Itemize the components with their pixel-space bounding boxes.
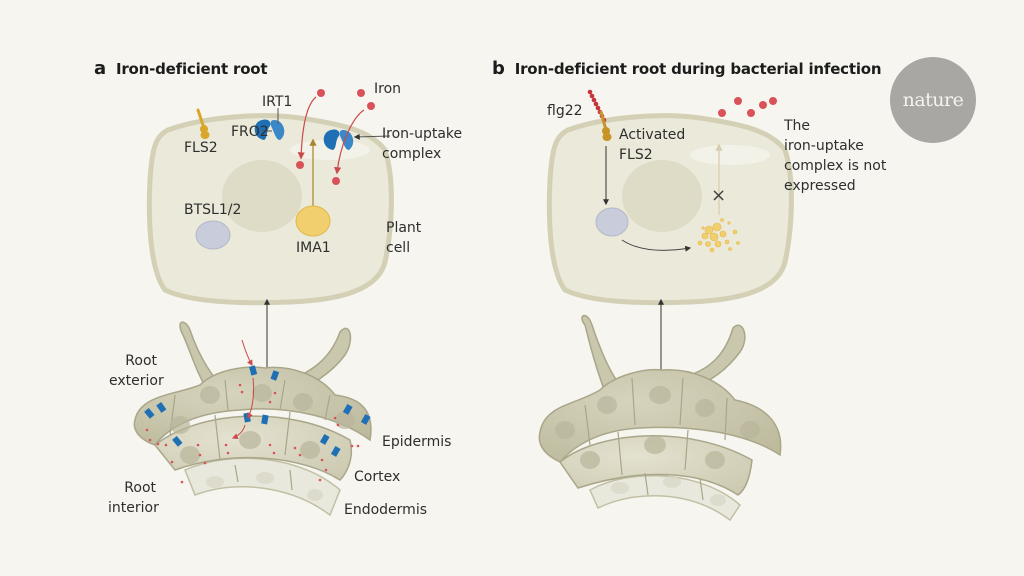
label-iron-uptake-complex: Iron-uptake complex [382,126,463,162]
label-btsl: BTSL1/2 [184,202,242,218]
nature-logo-text: nature [902,89,964,111]
label-ima1: IMA1 [296,240,331,256]
label-fls2: FLS2 [184,140,218,156]
panel-a-letter: a [94,58,106,79]
iron-dot [357,89,365,97]
label-fro2: FRO2 [231,124,269,140]
degraded-ima1-fragments [697,218,740,253]
iron-dot [718,109,726,117]
label-flg22: flg22 [547,103,583,119]
complex-leader [353,133,391,140]
panel-a-title: a Iron-deficient root [94,58,268,79]
root-transporters [144,365,371,457]
label-not-expressed: The iron-uptake complex is not expressed [784,118,887,194]
root-iron-arrow [241,339,253,367]
label-cortex: Cortex [354,469,401,485]
vacuole-highlight-b [690,145,770,165]
label-root-exterior: Root exterior [109,353,164,389]
panel-a-cell [146,89,394,306]
nature-logo: nature [890,57,976,143]
iron-dot [747,109,755,117]
iron-dot [367,102,375,110]
panel-b-letter: b [492,58,505,79]
iron-dot [734,97,742,105]
blocked-x-mark: × [711,185,727,206]
root-iron-arrow [231,424,246,440]
iron-dot [759,101,767,109]
iron-dot [296,161,304,169]
iron-uptake-complex-icon [323,129,354,150]
label-endodermis: Endodermis [344,502,428,518]
btsl-protein [195,220,231,250]
label-epidermis: Epidermis [382,434,452,450]
panel-b-cell [546,89,794,306]
panel-a-title-text: Iron-deficient root [115,60,268,78]
ima1-protein [295,205,331,237]
panel-b-title: b Iron-deficient root during bacterial in… [492,58,882,79]
nucleus-b [622,160,702,232]
btsl-protein-b [595,207,629,237]
degradation-arrow [621,239,692,252]
nucleus-a [222,160,302,232]
label-iron: Iron [374,81,402,97]
root-iron-dots [145,383,360,484]
fls2-receptor-icon [196,108,210,139]
root-section-b [538,314,782,522]
activated-fls2-icon [599,110,612,141]
iron-dot [317,89,325,97]
panel-b-title-text: Iron-deficient root during bacterial inf… [514,60,882,78]
root-section-a [133,321,372,517]
iron-dot [332,177,340,185]
iron-uptake-complex-icon [254,119,285,140]
label-plant-cell: Plant cell [386,220,422,256]
label-activated-fls2: Activated FLS2 [619,127,686,163]
label-root-interior: Root interior [108,480,159,516]
iron-influx-arrow [297,96,317,160]
label-irt1: IRT1 [262,94,293,110]
root-iron-arrow [247,377,255,420]
iron-influx-arrow [334,109,365,175]
iron-dot [769,97,777,105]
